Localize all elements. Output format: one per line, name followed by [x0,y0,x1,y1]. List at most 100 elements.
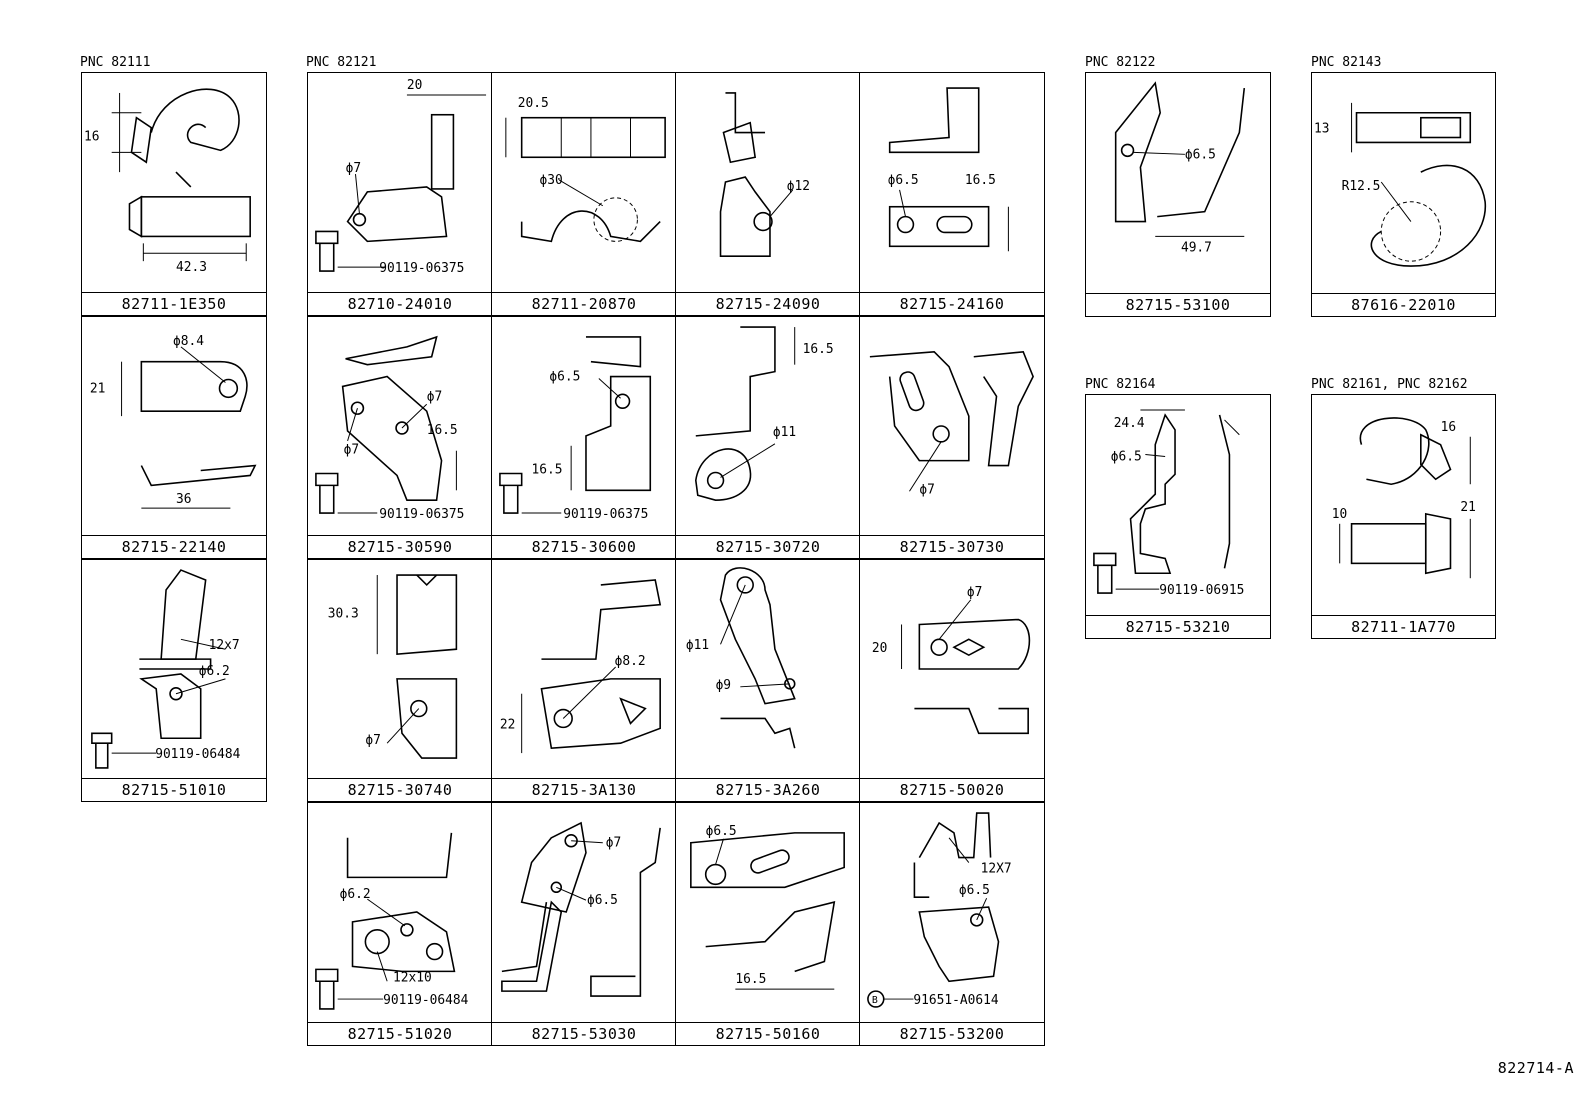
part-cell[interactable]: ϕ7 ϕ6.5 82715-53030 [491,802,677,1046]
part-drawing: 13 R12.5 [1314,102,1487,267]
dimension-label: 20 [407,78,422,93]
part-cell[interactable]: ϕ8.4 21 36 82715-22140 [81,316,267,559]
drawing-code: 822714-A [1497,1059,1574,1077]
dimension-label: 36 [176,492,191,507]
dimension-label: ϕ6.5 [888,173,919,188]
dimension-label: ϕ7 [919,482,934,497]
dimension-label: ϕ30 [539,173,562,188]
dimension-label: 13 [1314,122,1329,137]
dimension-label: 21 [90,381,105,396]
part-drawing: ϕ8.4 21 36 [90,334,257,509]
part-number: 82715-53200 [860,1022,1044,1045]
dimension-label: ϕ6.5 [549,369,580,384]
bolt-number: 90119-06375 [379,261,464,276]
dimension-label: ϕ6.2 [199,664,230,679]
part-drawing: ϕ7 [869,350,1034,497]
part-cell[interactable]: 13 R12.5 87616-22010 [1311,72,1496,317]
part-cell[interactable]: ϕ8.2 22 82715-3A130 [491,559,677,802]
part-cell[interactable]: 16 10 21 82711-1A770 [1311,394,1496,639]
part-cell[interactable]: ϕ7 20 82715-50020 [859,559,1045,802]
part-cell[interactable]: B 12X7 ϕ6.5 91651-A0614 82715-53200 [859,802,1045,1046]
part-drawing: ϕ6.5 16.5 [690,824,845,990]
dimension-label: ϕ6.5 [706,824,737,839]
part-drawing: 20.5 ϕ30 [505,96,666,243]
dimension-label: 16 [84,129,99,144]
part-number: 82715-30730 [860,535,1044,558]
part-drawing: ϕ6.2 12x10 90119-06484 [315,832,469,1010]
part-cell[interactable]: ϕ7 ϕ7 16.5 90119-06375 82715-30590 [307,316,493,559]
part-number: 82715-53030 [492,1022,676,1045]
dimension-label: ϕ7 [365,733,380,748]
part-number: 82715-22140 [82,535,266,558]
dimension-label: 21 [1460,500,1475,515]
dimension-label: ϕ6.2 [340,887,371,902]
part-drawing: ϕ8.2 22 [500,579,662,754]
dimension-label: ϕ6.5 [959,883,990,898]
part-number: 82715-53210 [1086,615,1270,638]
part-cell[interactable]: ϕ11 ϕ9 82715-3A260 [675,559,861,802]
part-cell[interactable]: ϕ6.2 12x10 90119-06484 82715-51020 [307,802,493,1046]
dimension-label: 12X7 [981,861,1012,876]
dimension-label: 24.4 [1114,416,1145,431]
dimension-label: 20.5 [518,96,549,111]
part-cell[interactable]: ϕ12 82715-24090 [675,72,861,316]
part-number: 87616-22010 [1312,293,1495,316]
part-drawing: B 12X7 ϕ6.5 91651-A0614 [867,812,1012,1008]
part-cell[interactable]: 20 ϕ7 90119-06375 82710-24010 [307,72,493,316]
part-drawing: ϕ7 ϕ6.5 [501,821,661,997]
part-cell[interactable]: 12x7 ϕ6.2 90119-06484 82715-51010 [81,559,267,802]
bolt-number: 90119-06375 [379,507,464,522]
part-cell[interactable]: ϕ7 82715-30730 [859,316,1045,559]
part-number: 82715-30590 [308,535,492,558]
part-number: 82715-30740 [308,778,492,801]
dimension-label: 12x7 [209,638,240,653]
dimension-label: 49.7 [1181,240,1212,255]
part-cell[interactable]: 16 42.3 82711-1E350 [81,72,267,316]
part-cell[interactable]: ϕ6.5 16.5 82715-50160 [675,802,861,1046]
part-cell[interactable]: ϕ6.5 49.7 82715-53100 [1085,72,1271,317]
part-drawing: 16.5 ϕ11 [694,326,834,501]
dimension-label: 16 [1441,420,1456,435]
dimension-label: ϕ11 [773,425,796,440]
dimension-label: ϕ7 [346,161,361,176]
part-number: 82711-20870 [492,292,676,315]
part-cell[interactable]: 20.5 ϕ30 82711-20870 [491,72,677,316]
dimension-label: ϕ7 [427,389,442,404]
part-drawing: 30.3 ϕ7 [328,574,458,759]
bolt-number: 90119-06915 [1159,583,1244,598]
part-cell[interactable]: 16.5 ϕ11 82715-30720 [675,316,861,559]
dimension-label: 12x10 [393,970,432,985]
ref-mark-b: B [872,995,878,1006]
part-cell[interactable]: 30.3 ϕ7 82715-30740 [307,559,493,802]
part-cell[interactable]: ϕ6.5 16.5 90119-06375 82715-30600 [491,316,677,559]
part-number: 82711-1A770 [1312,615,1495,638]
part-number: 82715-51020 [308,1022,492,1045]
dimension-label: 16.5 [532,462,563,477]
dimension-label: 42.3 [176,260,207,275]
pnc-label: PNC 82121 [306,55,377,70]
part-drawing: 24.4 ϕ6.5 90119-06915 [1093,409,1244,598]
part-number: 82715-50160 [676,1022,860,1045]
part-number: 82715-50020 [860,778,1044,801]
dimension-label: 20 [872,641,887,656]
pnc-label: PNC 82161, PNC 82162 [1311,377,1468,392]
bolt-number: 90119-06484 [383,993,468,1008]
pnc-label: PNC 82143 [1311,55,1382,70]
bolt-number: 91651-A0614 [913,993,998,1008]
part-number: 82715-53100 [1086,293,1270,316]
dimension-label: R12.5 [1342,179,1381,194]
part-drawing: ϕ6.5 16.5 [888,87,1009,252]
dimension-label: ϕ11 [686,638,709,653]
part-drawing: 16 42.3 [84,88,251,275]
dimension-label: 22 [500,717,515,732]
dimension-label: ϕ6.5 [1185,147,1216,162]
dimension-label: ϕ6.5 [587,893,618,908]
part-drawing: 16 10 21 [1332,417,1476,579]
dimension-label: ϕ7 [344,443,359,458]
part-cell[interactable]: ϕ6.5 16.5 82715-24160 [859,72,1045,316]
dimension-label: ϕ8.2 [615,654,646,669]
dimension-label: 16.5 [803,342,834,357]
dimension-label: 16.5 [427,423,458,438]
part-cell[interactable]: 24.4 ϕ6.5 90119-06915 82715-53210 [1085,394,1271,639]
